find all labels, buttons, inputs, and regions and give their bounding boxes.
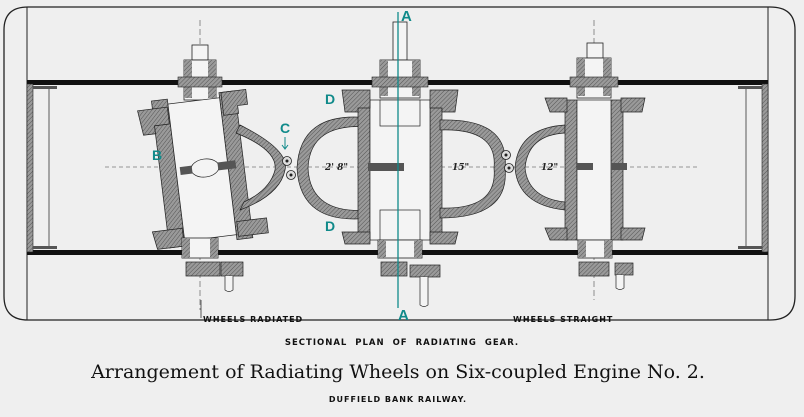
drawing-subtitle: DUFFIELD BANK RAILWAY. bbox=[329, 395, 467, 404]
dimension-middle-radius: 15" bbox=[452, 163, 469, 173]
label-wheels-radiated: WHEELS RADIATED bbox=[203, 315, 303, 324]
dimension-left-gap: 2' 8" bbox=[324, 163, 348, 173]
dimension-right-radius: 12" bbox=[541, 163, 558, 173]
left-axle-radiated bbox=[137, 20, 269, 310]
right-axle-straight bbox=[544, 20, 646, 300]
label-a-bottom: A bbox=[398, 307, 409, 324]
middle-axle bbox=[341, 21, 459, 307]
drawing-title: Arrangement of Radiating Wheels on Six-c… bbox=[90, 361, 705, 383]
label-b: B bbox=[152, 147, 162, 163]
label-wheels-straight: WHEELS STRAIGHT bbox=[513, 315, 613, 324]
section-caption: SECTIONAL PLAN OF RADIATING GEAR. bbox=[285, 338, 519, 348]
label-d-bottom: D bbox=[325, 218, 335, 234]
label-d-top: D bbox=[325, 91, 335, 107]
label-a-top: A bbox=[401, 8, 412, 25]
radius-arm-left bbox=[235, 124, 286, 211]
arrow-down-icon bbox=[281, 137, 289, 150]
link-pivot-right bbox=[501, 150, 514, 173]
link-pivot-c bbox=[282, 156, 296, 180]
radius-arm-middle-right bbox=[439, 119, 506, 219]
label-c: C bbox=[280, 120, 290, 136]
